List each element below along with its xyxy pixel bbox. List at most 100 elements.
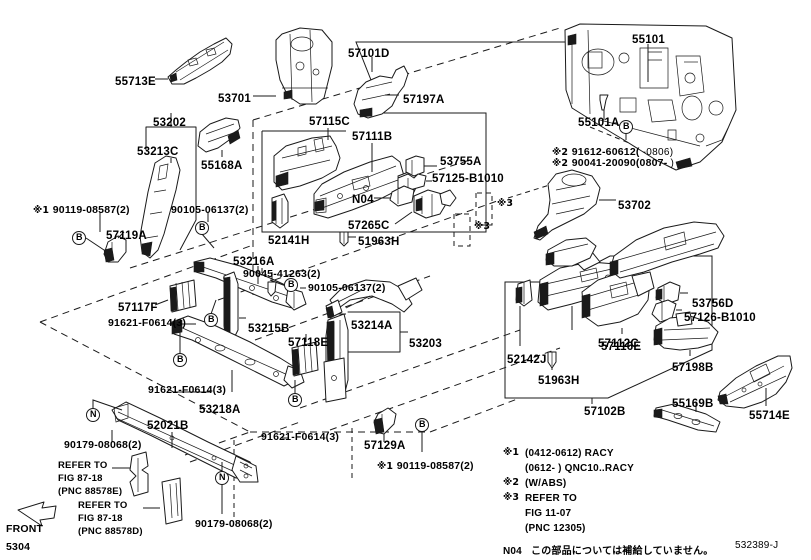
part-label-55169B[interactable]: 55169B: [672, 398, 714, 410]
asterisk-mark: ※1: [377, 461, 397, 472]
part-label-53203[interactable]: 53203: [409, 338, 442, 350]
part-label-57101D[interactable]: 57101D: [348, 48, 390, 60]
hardware-label-91621-F0614-upper[interactable]: 91621-F0614(3): [108, 317, 186, 330]
part-55713E: [167, 37, 233, 85]
part-55168A: [197, 117, 241, 153]
part-label-55101[interactable]: 55101: [632, 34, 665, 46]
part-53702: [533, 169, 601, 241]
part-ref-88578D: [161, 477, 183, 525]
part-label-52141H[interactable]: 52141H: [268, 235, 310, 247]
n04-text: この部品については補給していません。: [531, 546, 714, 557]
hardware-label-90179-08068-lower[interactable]: 90179-08068(2): [195, 518, 273, 531]
part-label-57125-B1010[interactable]: 57125-B1010: [432, 173, 504, 185]
part-label-53214A[interactable]: 53214A: [351, 320, 393, 332]
part-ref-88578E: [129, 451, 149, 497]
part-57115C: [273, 135, 341, 191]
part-label-57265C[interactable]: 57265C: [348, 220, 390, 232]
part-55101: [564, 23, 737, 171]
bolt-date-range: -0806): [639, 147, 674, 158]
part-53213C: [139, 155, 181, 259]
hardware-label-90119-08587-left[interactable]: ※1 90119-08587(2): [33, 204, 130, 217]
n04-mark: N04: [503, 546, 522, 557]
hardware-label-90105-06137-upper[interactable]: 90105-06137(2): [171, 204, 249, 217]
part-53216A: [193, 257, 307, 311]
part-label-51963H_2[interactable]: 51963H: [538, 375, 580, 387]
part-55714E: [717, 355, 793, 409]
part-label-53213C[interactable]: 53213C: [137, 146, 179, 158]
part-label-53702[interactable]: 53702: [618, 200, 651, 212]
asterisk-marker-mark-3-left: ※3: [474, 221, 491, 232]
part-label-52142J[interactable]: 52142J: [507, 354, 547, 366]
footnote-row: (0612- ) QNC10..RACY: [503, 461, 714, 476]
hardware-label-91621-F0614-mid[interactable]: 91621-F0614(3): [148, 384, 227, 397]
footnote-row: FIG 11-07: [503, 506, 714, 521]
hardware-label-90045-41263[interactable]: 90045-41263(2): [243, 268, 321, 281]
hardware-label-90119-08587-right[interactable]: ※1 90119-08587(2): [377, 460, 474, 473]
bolt-note-1[interactable]: ※2 91612-60612( -0806): [552, 146, 674, 159]
hardware-number: 90045-41263(2): [243, 268, 321, 280]
part-label-53756D[interactable]: 53756D: [692, 298, 734, 310]
hardware-label-90105-06137-lower[interactable]: 90105-06137(2): [308, 282, 386, 295]
part-label-57115C[interactable]: 57115C: [309, 116, 350, 128]
part-57198B: [653, 311, 719, 351]
part-label-57198B[interactable]: 57198B: [672, 362, 714, 374]
part-57129A: [373, 407, 397, 435]
footnote-mark: [503, 521, 525, 536]
part-label-57116E[interactable]: 57116E: [601, 341, 642, 353]
part-upper-rail-rh: [545, 221, 725, 279]
part-label-57197A[interactable]: 57197A: [403, 94, 445, 106]
part-53756D: [655, 281, 681, 305]
part-label-53215B[interactable]: 53215B: [248, 323, 290, 335]
part-label-53216A[interactable]: 53216A: [233, 256, 275, 268]
part-label-55101A[interactable]: 55101A: [578, 117, 620, 129]
part-label-53218A[interactable]: 53218A: [199, 404, 241, 416]
part-label-52021B[interactable]: 52021B: [147, 420, 189, 432]
part-label-57118E[interactable]: 57118E: [288, 337, 329, 349]
callout-badge-badge-b-1: B: [76, 232, 83, 242]
footnote-mark: ※3: [503, 492, 520, 503]
hardware-label-90179-08068-upper[interactable]: 90179-08068(2): [64, 439, 142, 452]
part-label-55714E[interactable]: 55714E: [749, 410, 790, 422]
part-label-57119A[interactable]: 57119A: [106, 230, 147, 242]
asterisk-mark: ※2: [552, 158, 572, 169]
part-57265C: [413, 189, 457, 219]
reference-line: (PNC 88578D): [78, 525, 143, 537]
footnote-text: (W/ABS): [525, 478, 567, 489]
part-57197A: [353, 65, 409, 119]
hardware-number: 91621-F0614(3): [148, 384, 227, 396]
part-label-53701[interactable]: 53701: [218, 93, 251, 105]
reference-line: FIG 87-18: [78, 512, 123, 524]
part-label-57102B[interactable]: 57102B: [584, 406, 626, 418]
callout-badge-badge-b-2: B: [199, 222, 206, 232]
callout-badge-badge-n-2: N: [219, 472, 226, 482]
part-label-57111B[interactable]: 57111B: [352, 131, 393, 143]
footnote-mark: ※1: [503, 447, 520, 458]
part-label-57117F[interactable]: 57117F: [118, 302, 158, 314]
part-52141H: [271, 193, 289, 229]
part-label-55713E[interactable]: 55713E: [115, 76, 156, 88]
bolt-number: 90041-20090(0807-: [571, 157, 668, 169]
hardware-label-91621-F0614-lower[interactable]: 91621-F0614(3): [261, 431, 340, 444]
reference-line: FIG 87-18: [58, 472, 103, 484]
hardware-number: 90179-08068(2): [195, 518, 273, 530]
badge-circles: [72, 120, 633, 485]
bolt-number: 91612-60612(: [571, 146, 640, 158]
part-label-N04[interactable]: N04: [352, 194, 374, 206]
part-label-53202[interactable]: 53202: [153, 117, 186, 129]
reference-line: REFER TO: [58, 460, 108, 471]
part-label-51963H[interactable]: 51963H: [358, 236, 400, 248]
callout-badge-badge-b-6: B: [292, 394, 299, 404]
part-label-57129A[interactable]: 57129A: [364, 440, 406, 452]
footnote-text: (0612- ) QNC10..RACY: [525, 463, 635, 474]
part-label-53755A[interactable]: 53755A: [440, 156, 482, 168]
hardware-number: 91621-F0614(3): [261, 431, 340, 443]
bolt-note-2[interactable]: ※2 90041-20090(0807- ): [552, 157, 674, 170]
part-label-57112C[interactable]: 57112C: [598, 338, 639, 350]
part-label-57126-B1010[interactable]: 57126-B1010: [684, 312, 756, 324]
part-57116E: [581, 271, 655, 327]
part-53701: [275, 27, 333, 105]
part-label-55168A[interactable]: 55168A: [201, 160, 243, 172]
